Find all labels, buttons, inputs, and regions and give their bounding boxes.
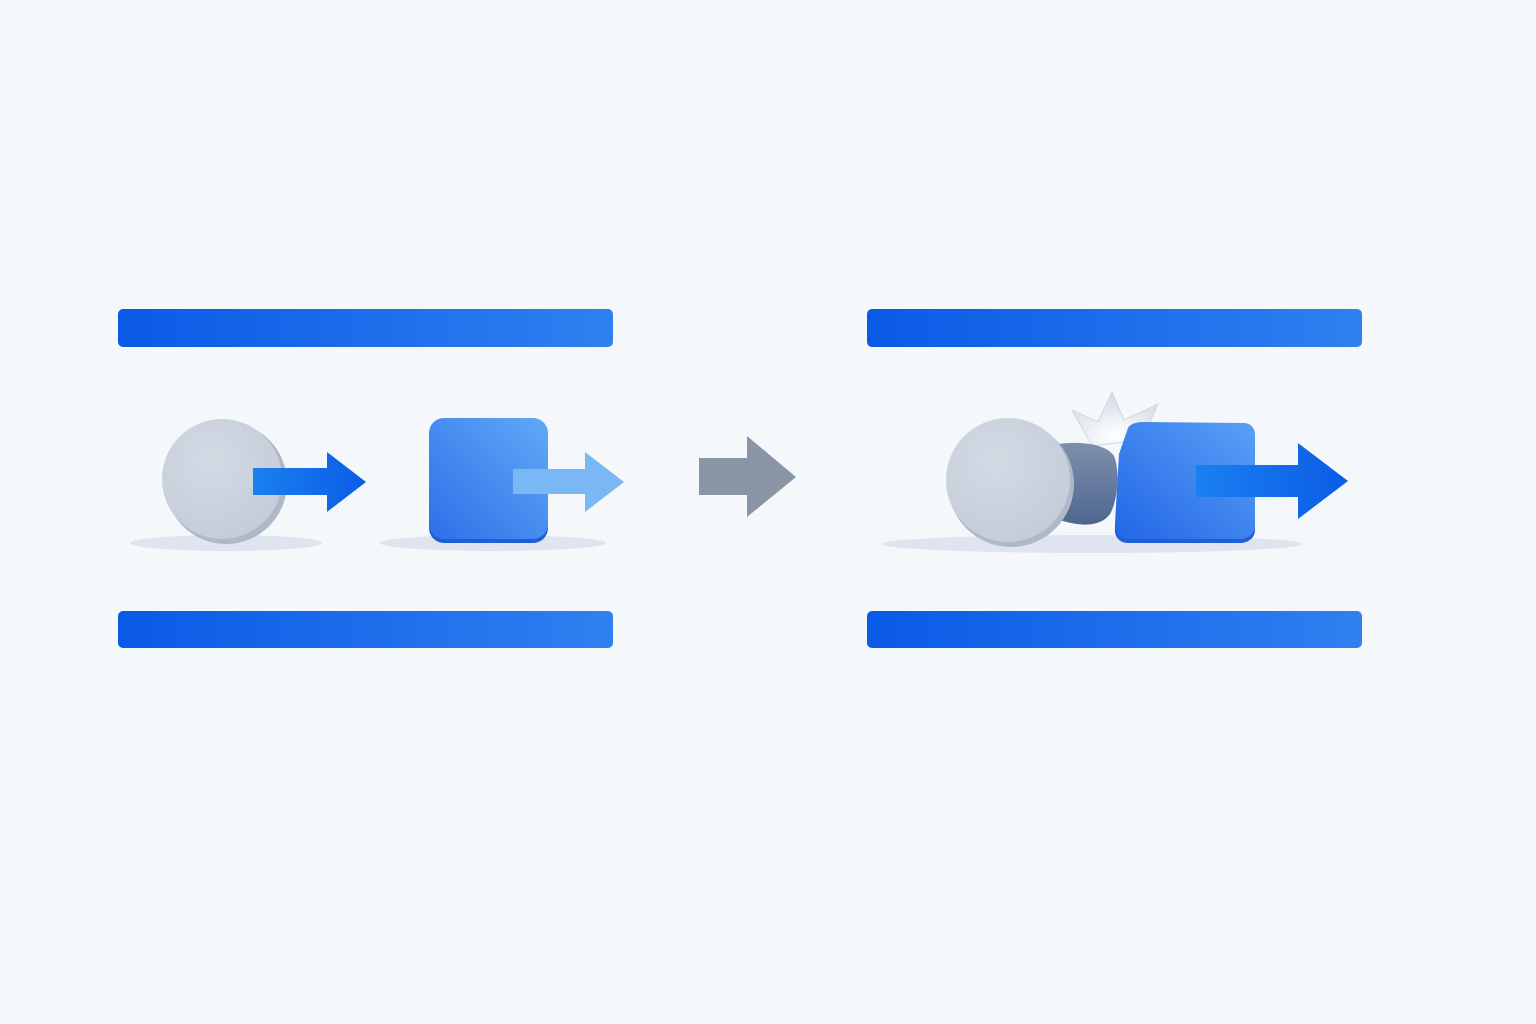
panel-after xyxy=(867,309,1362,648)
right-arrow-icon xyxy=(253,452,366,512)
blue-block-icon xyxy=(1114,422,1255,543)
gray-ball-icon xyxy=(946,418,1074,547)
top-rail xyxy=(867,309,1362,347)
right-arrow-icon xyxy=(1196,443,1348,519)
bottom-rail xyxy=(118,611,613,648)
panel-before xyxy=(118,309,624,648)
blue-block-icon xyxy=(429,418,548,543)
right-arrow-icon xyxy=(513,452,624,512)
gray-ball-icon xyxy=(162,419,287,544)
bottom-rail xyxy=(867,611,1362,648)
top-rail xyxy=(118,309,613,347)
transition-arrow-icon xyxy=(699,436,796,517)
